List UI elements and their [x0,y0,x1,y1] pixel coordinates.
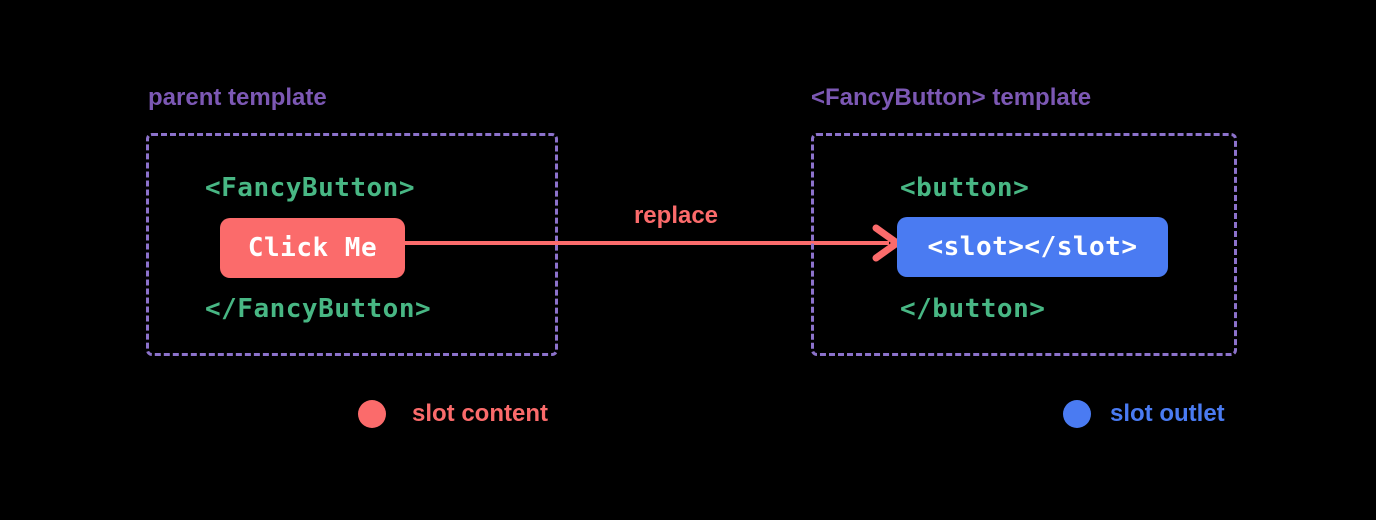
fancybutton-template-title: <FancyButton> template [811,84,1092,111]
fancybutton-open-tag: <FancyButton> [205,173,415,203]
slot-outlet-button-label: <slot></slot> [927,232,1138,262]
click-me-button-label: Click Me [247,233,378,263]
click-me-button: Click Me [220,218,405,278]
legend-slot-outlet: slot outlet [1063,400,1225,428]
slot-outlet-button: <slot></slot> [897,217,1168,277]
slot-content-dot-icon [358,400,386,428]
parent-template-title: parent template [148,84,327,111]
legend-slot-content: slot content [358,400,548,428]
slot-content-label: slot content [412,400,548,427]
slot-outlet-dot-icon [1063,400,1091,428]
fancybutton-template-box [811,133,1237,356]
slot-outlet-label: slot outlet [1110,400,1225,427]
fancybutton-close-tag: </FancyButton> [205,294,432,324]
button-open-tag: <button> [900,173,1030,203]
button-close-tag: </button> [900,294,1046,324]
replace-arrow-label: replace [633,202,719,229]
